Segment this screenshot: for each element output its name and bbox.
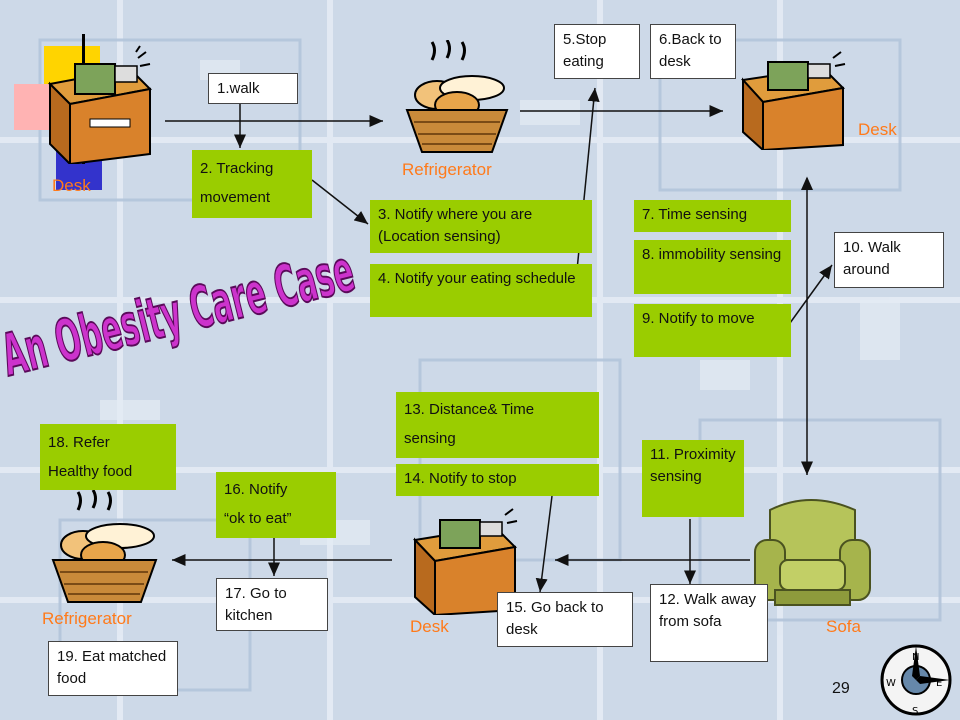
step-9-box: 9. Notify to move	[634, 304, 791, 357]
step-19-box: 19. Eat matched food	[48, 641, 178, 696]
slide-title: An Obesity Care Case	[0, 258, 362, 388]
step-2-line1: 2. Tracking	[200, 160, 274, 177]
step-13-line2: sensing	[404, 429, 456, 447]
step-6-box: 6.Back to desk	[650, 24, 736, 79]
svg-text:W: W	[886, 678, 896, 689]
place-label-desk: Desk	[52, 176, 91, 195]
slide-title-text: An Obesity Care Case	[0, 258, 361, 388]
step-3-text: 3. Notify where you are (Location sensin…	[378, 206, 533, 245]
step-11-box: 11. Proximity sensing	[642, 440, 744, 517]
step-4-text: 4. Notify your eating schedule	[378, 270, 576, 287]
bread-basket-icon	[51, 490, 158, 603]
svg-text:S: S	[912, 706, 918, 717]
step-14-text: 14. Notify to stop	[404, 470, 517, 487]
step-18-line1: 18. Refer	[48, 434, 110, 451]
step-10-text: 10. Walk around	[843, 239, 901, 278]
step-14-box: 14. Notify to stop	[396, 464, 599, 496]
place-label-refrigerator: Refrigerator	[42, 609, 132, 628]
step-17-text: 17. Go to kitchen	[225, 585, 287, 624]
step-8-box: 8. immobility sensing	[634, 240, 791, 294]
place-label-desk: Desk	[858, 120, 897, 139]
step-18-box: 18. Refer Healthy food	[40, 424, 176, 490]
svg-text:E: E	[936, 678, 942, 689]
step-2-line2: movement	[200, 189, 271, 207]
step-4-box: 4. Notify your eating schedule	[370, 264, 592, 317]
step-3-box: 3. Notify where you are (Location sensin…	[370, 200, 592, 253]
place-label-refrigerator: Refrigerator	[402, 160, 492, 179]
step-5-text: 5.Stop eating	[563, 31, 607, 70]
step-7-text: 7. Time sensing	[642, 206, 748, 223]
step-19-text: 19. Eat matched food	[57, 648, 167, 687]
step-1-box: 1.walk	[208, 73, 298, 104]
svg-text:N: N	[912, 652, 919, 663]
desk-icon	[47, 45, 153, 164]
step-6-text: 6.Back to desk	[659, 31, 722, 70]
step-12-box: 12. Walk away from sofa	[650, 584, 768, 662]
sofa-icon	[754, 499, 871, 606]
step-16-box: 16. Notify “ok to eat”	[216, 472, 336, 538]
step-16-line1: 16. Notify	[224, 481, 288, 498]
step-15-text: 15. Go back to desk	[506, 599, 604, 638]
step-13-line1: 13. Distance& Time	[404, 401, 535, 418]
desk-icon	[741, 51, 846, 150]
step-8-text: 8. immobility sensing	[642, 246, 782, 263]
step-2-box: 2. Tracking movement	[192, 150, 312, 218]
step-16-line2: “ok to eat”	[224, 509, 292, 527]
step-13-box: 13. Distance& Time sensing	[396, 392, 599, 458]
place-label-sofa: Sofa	[826, 617, 861, 636]
step-17-box: 17. Go to kitchen	[216, 578, 328, 631]
step-9-text: 9. Notify to move	[642, 310, 755, 327]
step-5-box: 5.Stop eating	[554, 24, 640, 79]
step-7-box: 7. Time sensing	[634, 200, 791, 232]
page-number: 29	[832, 680, 850, 697]
step-1-text: 1.walk	[217, 80, 260, 97]
bread-basket-icon	[405, 40, 509, 153]
desk-icon	[412, 508, 518, 615]
step-18-line2: Healthy food	[48, 463, 133, 481]
compass-icon: N E W S	[880, 644, 952, 717]
place-label-desk: Desk	[410, 617, 449, 636]
step-12-text: 12. Walk away from sofa	[659, 591, 756, 630]
step-11-text: 11. Proximity sensing	[650, 446, 736, 485]
step-10-box: 10. Walk around	[834, 232, 944, 288]
step-15-box: 15. Go back to desk	[497, 592, 633, 647]
